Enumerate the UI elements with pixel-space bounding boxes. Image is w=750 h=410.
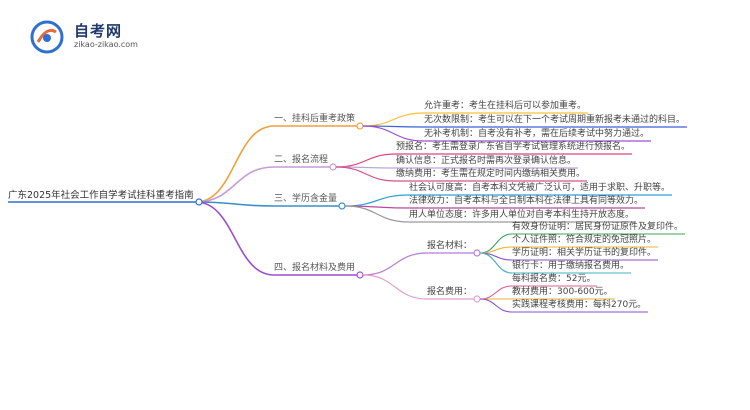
branch-materials-fees: 四、报名材料及费用 (274, 263, 356, 273)
branch-1-child-2-connector (335, 166, 397, 182)
leaf-registration-fee: 每科报名费：52元。 (512, 274, 596, 284)
branch-2-child-0-connector (344, 194, 410, 207)
branch-1-child-0-connector (335, 153, 397, 168)
branch-3-connector (195, 201, 275, 276)
leaf-bank-card: 银行卡：用于缴纳报名费用。 (512, 261, 630, 271)
leaf-practice-fee: 实践课程考核费用：每科270元。 (512, 300, 647, 310)
branch-0-child-0-connector (362, 112, 425, 127)
branch-3-child-0-knob (473, 249, 481, 257)
branch-0-knob (356, 122, 364, 130)
leaf-no-limit: 无次数限制：考生可以在下一个考试周期重新报考未通过的科目。 (424, 115, 686, 125)
logo-title: 自考网 (74, 22, 123, 40)
branch-3-knob (356, 271, 364, 279)
branch-3-child-1-connector (362, 274, 428, 300)
leaf-textbook-fee: 教材费用：300-600元。 (512, 287, 613, 297)
branch-0-connector (195, 125, 275, 203)
leaf-pay-fees: 缴纳费用：考生需在规定时间内缴纳相关费用。 (396, 169, 586, 179)
leaf-social-recognition: 社会认可度高：自考本科文凭被广泛认可，适用于求职、升职等。 (409, 183, 671, 193)
leaf-confirm-info: 确认信息：正式报名时需再次登录确认信息。 (396, 156, 577, 166)
branch-2-connector (195, 201, 275, 207)
leaf-pre-registration: 预报名：考生需登录广东省自学考试管理系统进行预报名。 (396, 142, 631, 152)
branch-value: 三、学历含金量 (274, 194, 338, 204)
branch-2-knob (338, 202, 346, 210)
leaf-retake-allowed: 允许重考：考生在挂科后可以参加重考。 (424, 101, 587, 111)
logo-icon (30, 20, 64, 54)
branch-3-child-1-knob (473, 295, 481, 303)
site-logo[interactable]: 自考网 zikao-zikao.com (30, 18, 230, 58)
branch-1-knob (329, 163, 337, 171)
branch-0-child-2-connector (362, 125, 425, 142)
branch-1-connector (195, 166, 275, 203)
sub-fees: 报名费用： (427, 287, 473, 297)
leaf-photo: 个人证件照：符合规定的免冠照片。 (512, 235, 657, 245)
leaf-0-3-connector (479, 252, 513, 274)
branch-process: 二、报名流程 (274, 155, 329, 165)
branch-2-child-2-connector (344, 205, 410, 223)
sub-materials: 报名材料： (427, 241, 473, 251)
leaf-id-proof: 有效身份证明：居民身份证原件及复印件。 (512, 222, 684, 232)
leaf-1-0-connector (479, 285, 513, 300)
leaf-1-2-connector (479, 298, 513, 313)
root-knob (195, 198, 203, 206)
mindmap-root: 广东2025年社会工作自学考试挂科重考指南 (8, 190, 194, 201)
branch-policy: 一、挂科后重考政策 (274, 114, 356, 124)
leaf-legal-effect: 法律效力：自考本科与全日制本科在法律上具有同等效力。 (409, 196, 644, 206)
leaf-employer-attitude: 用人单位态度：许多用人单位对自考本科生持开放态度。 (409, 210, 635, 220)
leaf-education-proof: 学历证明：相关学历证书的复印件。 (512, 248, 657, 258)
branch-3-child-0-connector (362, 252, 428, 276)
logo-url: zikao-zikao.com (74, 40, 138, 49)
leaf-no-makeup: 无补考机制：自考没有补考，需在后续考试中努力通过。 (424, 129, 650, 139)
